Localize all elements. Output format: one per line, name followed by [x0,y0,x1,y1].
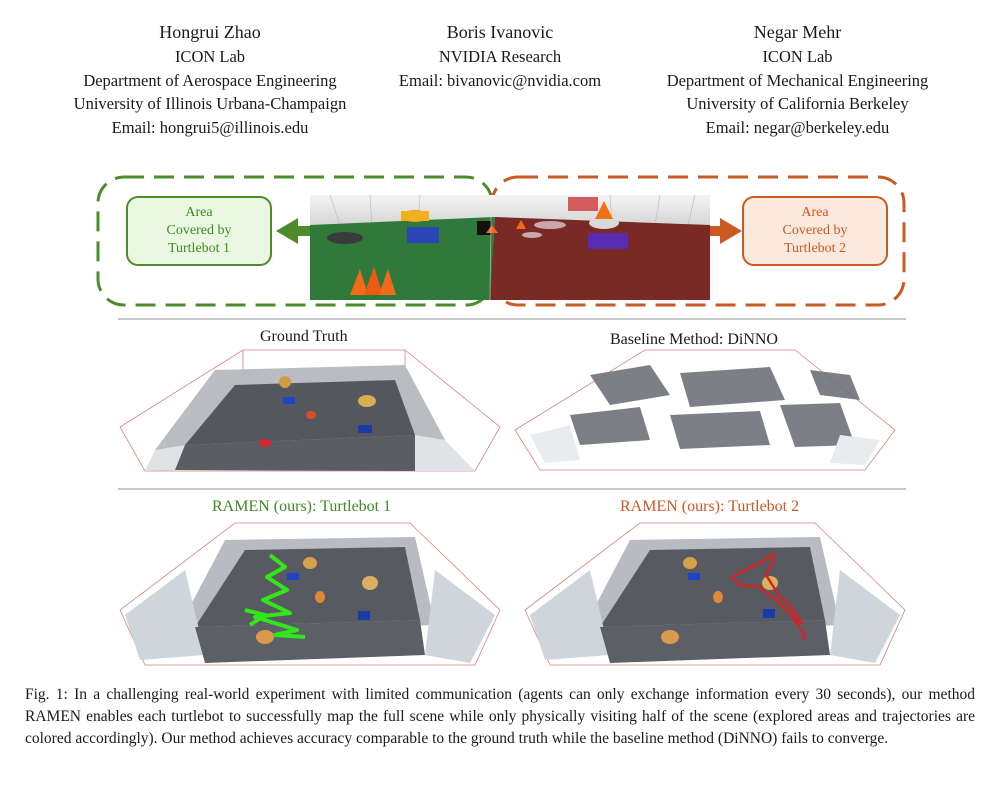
label-line: Covered by [166,223,232,238]
author-affiliation: ICON Lab [762,47,833,66]
author-department: Department of Aerospace Engineering [83,70,337,90]
area-turtlebot2-label: Area Covered by Turtlebot 2 [742,196,888,266]
author-name: Boris Ivanovic [446,22,554,42]
author-department: Department of Mechanical Engineering [666,70,929,90]
panel-title-ground-truth: Ground Truth [260,328,348,345]
author-name: Negar Mehr [753,22,842,42]
ramen-turtlebot2-render [524,522,906,666]
ground-truth-render [119,349,501,472]
author-boris-ivanovic: Boris Ivanovic NVIDIA Research Email: bi… [370,20,630,92]
label-line: Turtlebot 2 [783,241,847,256]
author-email: Email: negar@berkeley.edu [705,117,890,137]
author-negar-mehr: Negar Mehr ICON Lab Department of Mechan… [630,20,965,139]
author-affiliation: ICON Lab [174,47,246,66]
orange-dashed-region [490,175,906,307]
author-email: Email: bivanovic@nvidia.com [398,70,602,90]
author-name: Hongrui Zhao [159,22,261,42]
baseline-render [514,349,896,471]
author-affiliation: NVIDIA Research [438,47,562,66]
arena-photo [310,195,710,300]
panel-title-baseline: Baseline Method: DiNNO [610,331,778,348]
label-line: Area [801,205,829,220]
label-line: Area [185,205,213,220]
label-line: Turtlebot 1 [167,241,231,256]
ramen-turtlebot1-render [119,522,501,666]
divider-top [118,318,906,320]
area-turtlebot1-label: Area Covered by Turtlebot 1 [126,196,272,266]
author-block: Hongrui Zhao ICON Lab Department of Aero… [0,20,1000,145]
label-line: Covered by [782,223,848,238]
author-hongrui-zhao: Hongrui Zhao ICON Lab Department of Aero… [40,20,380,139]
panel-title-ramen-turtlebot1: RAMEN (ours): Turtlebot 1 [212,498,392,515]
panel-title-ramen-turtlebot2: RAMEN (ours): Turtlebot 2 [620,498,800,515]
divider-bottom [118,488,906,490]
author-university: University of California Berkeley [686,94,909,113]
turtlebot1-trajectory [253,553,306,639]
author-email: Email: hongrui5@illinois.edu [111,117,309,137]
figure-caption: Fig. 1: In a challenging real-world expe… [25,686,975,747]
author-university: University of Illinois Urbana-Champaign [73,94,347,113]
